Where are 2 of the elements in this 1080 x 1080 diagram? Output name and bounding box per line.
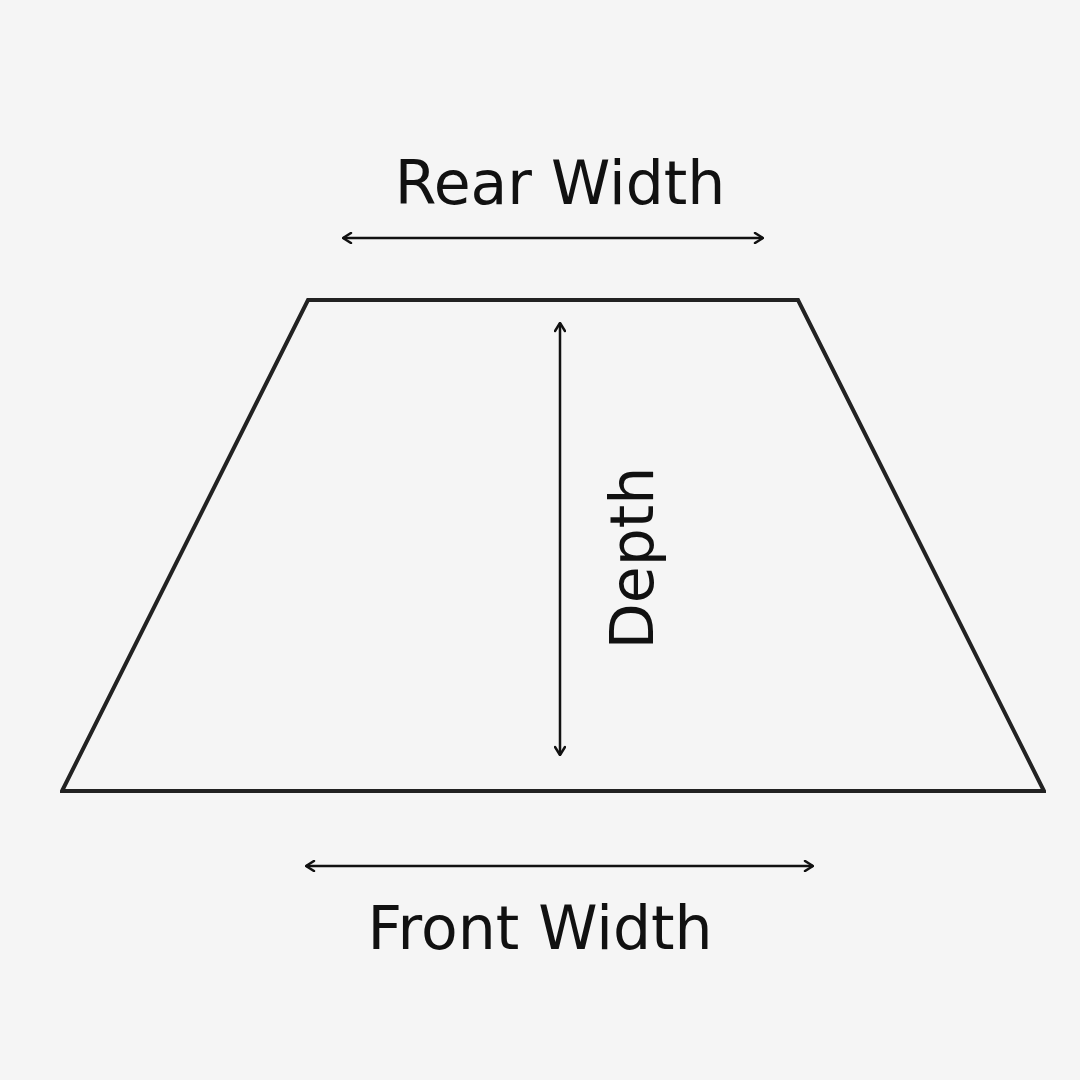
dimension-label: Front Width	[367, 898, 713, 958]
dimension-label: Rear Width	[394, 153, 726, 213]
